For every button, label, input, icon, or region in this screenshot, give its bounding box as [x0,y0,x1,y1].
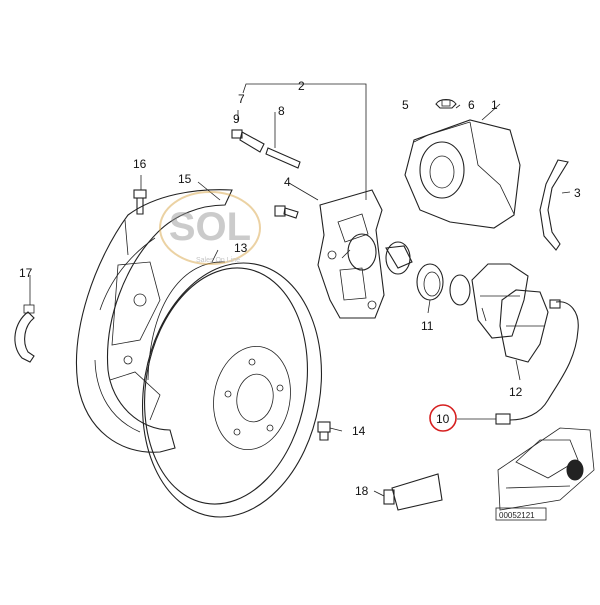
callout-3: 3 [574,186,581,200]
callout-2: 2 [298,79,305,93]
callout-6: 6 [468,98,475,112]
wear-sensor [495,299,579,425]
callout-8: 8 [278,104,285,118]
callout-4: 4 [284,175,291,189]
callout-10: 10 [436,412,450,426]
retaining-clip [14,304,35,363]
brake-pads [471,263,549,363]
callout-16: 16 [133,157,147,171]
anti-rattle-spring [539,159,569,251]
callout-18: 18 [355,484,369,498]
brake-disc [141,261,323,518]
callout-1: 1 [491,98,498,112]
callout-15: 15 [178,172,192,186]
highlight-circle [429,404,457,432]
vehicle-inset [495,427,595,521]
watermark-logo: SOL Sales On Line [159,191,261,265]
clip-5-6 [435,98,457,109]
guide-pin-8 [265,147,301,169]
wheel-bolt [317,421,331,441]
callout-11: 11 [421,319,434,333]
diagram-code: 00052121 [499,511,535,520]
bolt-16 [133,189,147,215]
callout-5: 5 [402,98,409,112]
callout-9: 9 [233,112,240,126]
watermark-logo-text: SOL [169,205,251,249]
watermark-tagline: Sales On Line [196,257,240,264]
guide-bolt-9 [231,129,265,153]
bolt-4 [274,205,299,219]
grease-tube [383,473,443,511]
callout-14: 14 [352,424,366,438]
callout-12: 12 [509,385,523,399]
caliper-housing [404,119,521,229]
piston-seal-kit [347,233,471,306]
callout-7: 7 [238,92,245,106]
caliper-carrier [317,189,385,319]
dust-shield [75,189,233,453]
callout-13: 13 [234,241,248,255]
callout-17: 17 [19,266,33,280]
